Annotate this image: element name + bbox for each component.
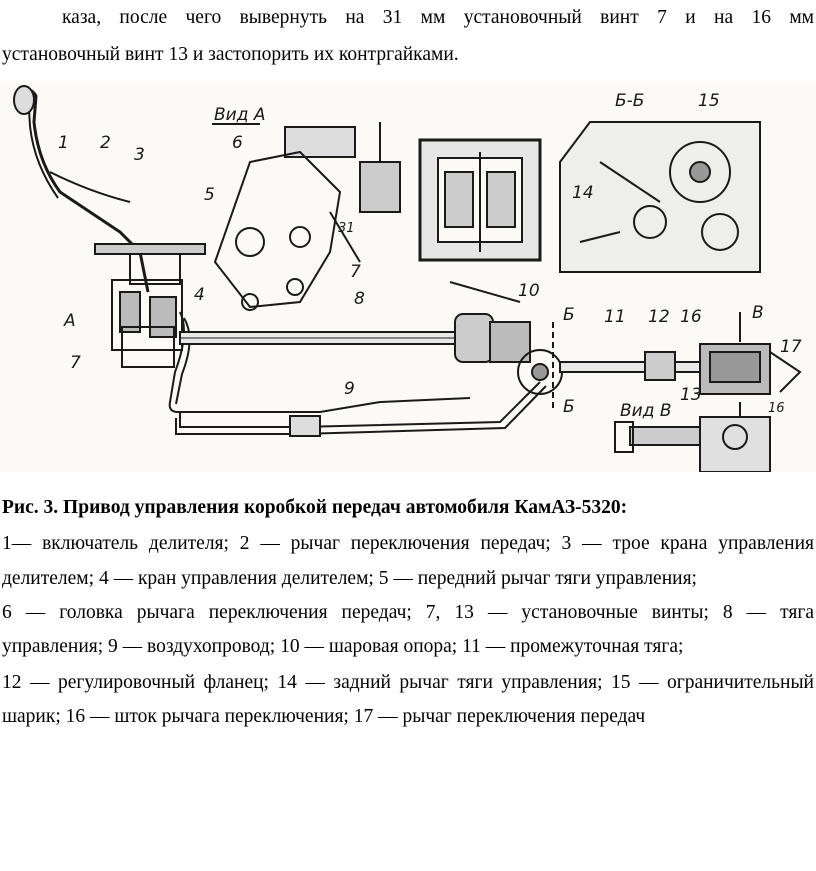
section-b-bottom: Б [563,397,575,417]
dim-16: 16 [768,401,785,416]
part-label-14: 14 [572,183,594,203]
part-label-15: 15 [698,91,720,111]
part-label-13: 13 [680,385,702,405]
section-box-drawing [418,138,542,303]
part-label-11: 11 [604,307,626,327]
caption-line-2: делителем; 4 — кран управления делителем… [2,568,697,589]
part-label-7a: 7 [350,262,361,282]
intermediate-rod-drawing [559,343,802,395]
part-label-10: 10 [518,281,540,301]
view-v-drawing [614,312,771,472]
caption-line-3: 6 — головка рычага переключения передач;… [2,602,814,623]
arrow-v-label: В [752,303,764,323]
part-label-9: 9 [344,379,355,399]
section-b-top: Б [563,305,575,325]
caption-title: Рис. 3. Привод управления коробкой перед… [2,497,628,518]
part-label-12: 12 [648,307,670,327]
intro-line-1: каза, после чего вывернуть на 31 мм уста… [62,7,814,28]
air-line-drawing [175,381,547,437]
caption-line-6: шарик; 16 — шток рычага переключения; 17… [2,706,646,727]
caption-line-4: управления; 9 — воздухопровод; 10 — шаро… [2,636,684,657]
arrow-a-label: А [63,311,76,331]
intro-line-2: установочный винт 13 и застопорить их ко… [2,44,459,65]
part-label-4: 4 [194,285,205,305]
view-a-drawing [212,122,401,311]
dim-31: 31 [338,221,355,236]
section-bb-drawing [559,121,761,273]
view-a-label: Вид А [214,105,266,125]
part-label-3: 3 [134,145,145,165]
part-label-6: 6 [232,133,243,153]
part-label-8: 8 [354,289,365,309]
part-label-5: 5 [204,185,215,205]
view-v-label: Вид В [620,401,672,421]
gearbox-drive-diagram: Вид А Б-Б Вид В Б Б А В 31 16 1 2 3 4 5 … [0,82,816,472]
part-label-7b: 7 [70,353,81,373]
part-label-2: 2 [100,133,111,153]
part-label-1: 1 [58,133,69,153]
part-label-16: 16 [680,307,702,327]
caption-line-1: 1— включатель делителя; 2 — рычаг перекл… [2,533,814,554]
gear-lever-drawing [13,85,471,413]
caption-line-5: 12 — регулировочный фланец; 14 — задний … [2,672,814,693]
control-rod-drawing [179,313,563,395]
part-label-17: 17 [780,337,802,357]
section-bb-label: Б-Б [615,91,644,111]
